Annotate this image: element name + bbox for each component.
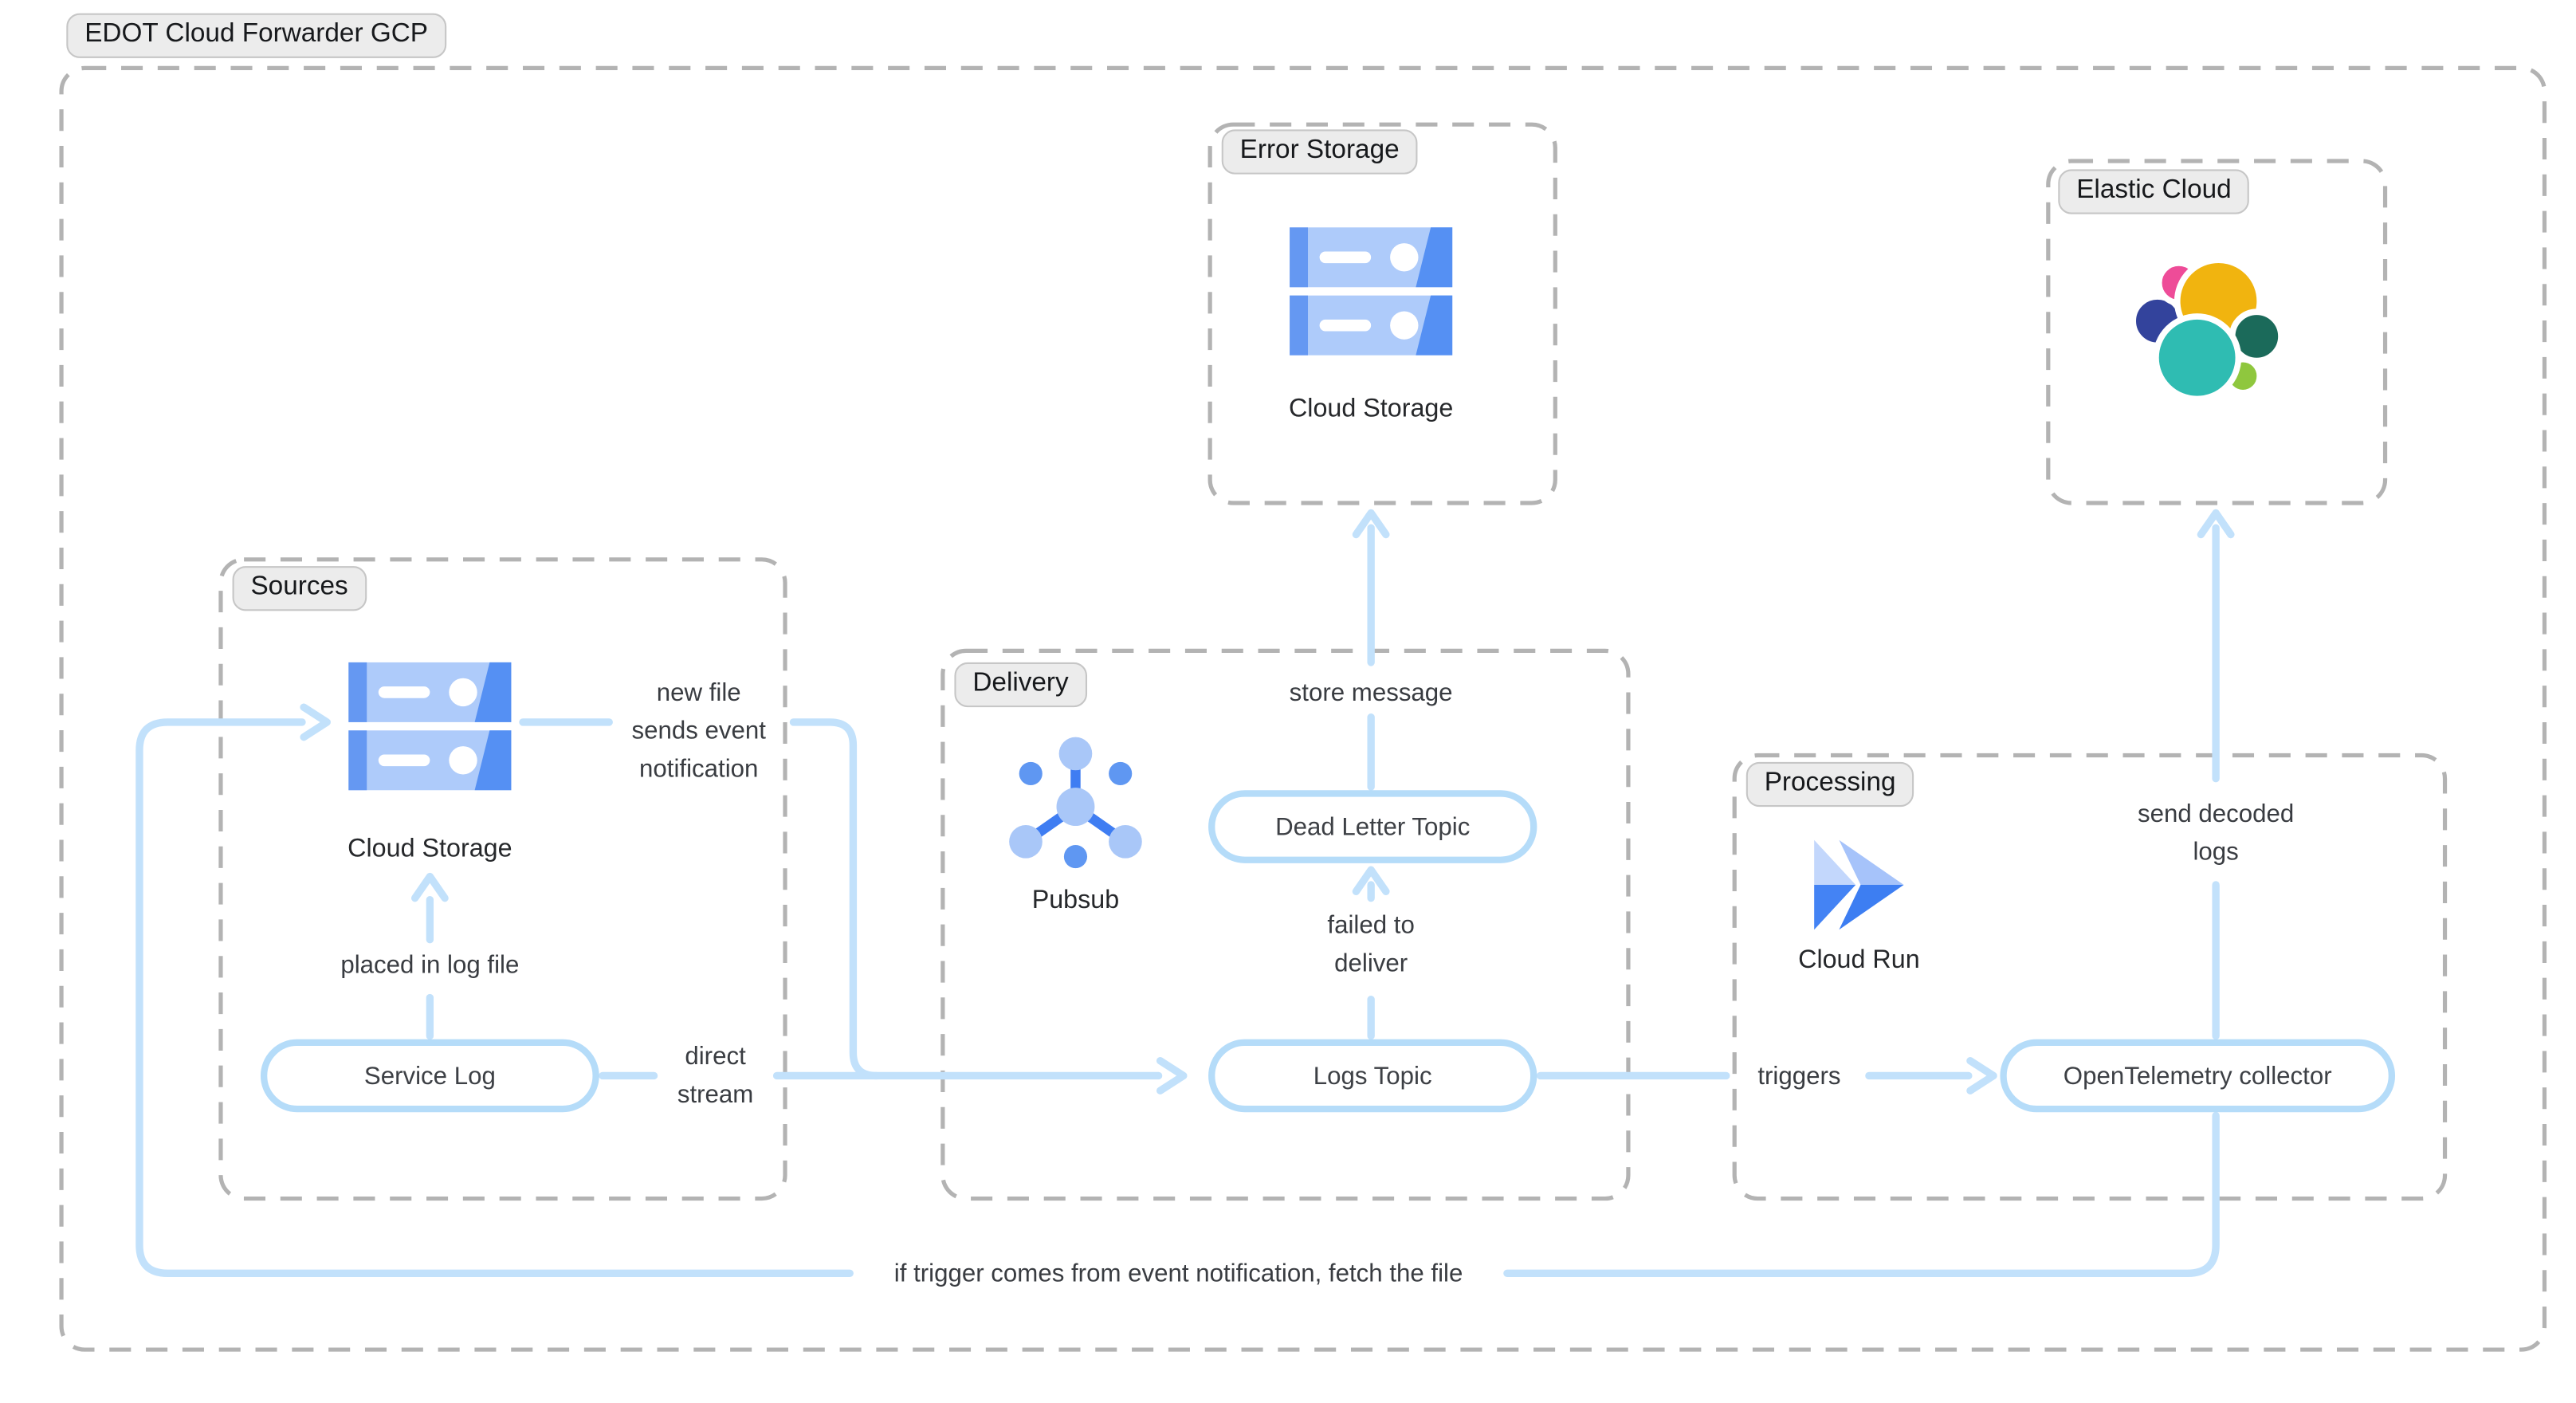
processing-group-box bbox=[1732, 753, 2448, 1201]
storage-bar-bottom bbox=[1290, 295, 1453, 356]
outer-group-box bbox=[59, 65, 2547, 1352]
storage-bar-bottom bbox=[348, 730, 512, 791]
edge-label-line: new file bbox=[656, 678, 741, 708]
error-storage-group-badge: Error Storage bbox=[1221, 129, 1418, 175]
processing-group-badge: Processing bbox=[1745, 761, 1914, 808]
edge-label-new-file: new file sends event notification bbox=[591, 674, 807, 788]
sources-group-box bbox=[218, 557, 787, 1201]
cloud-storage-sources-label: Cloud Storage bbox=[348, 835, 512, 863]
edge-label-failed-to-deliver: failed to deliver bbox=[1255, 906, 1487, 983]
elastic-cloud-group-badge: Elastic Cloud bbox=[2058, 169, 2250, 214]
diagram-title-badge: EDOT Cloud Forwarder GCP bbox=[66, 13, 446, 58]
edge-label-triggers: triggers bbox=[1757, 1062, 1841, 1091]
arrowhead-into-elastic bbox=[2197, 509, 2235, 539]
flow-lines bbox=[135, 509, 2235, 1277]
arrowhead-loop-into-cloud-storage bbox=[300, 703, 331, 741]
cloud-storage-error-label: Cloud Storage bbox=[1288, 395, 1454, 424]
edge-label-line: stream bbox=[677, 1080, 754, 1110]
otel-collector-node: OpenTelemetry collector bbox=[2000, 1039, 2396, 1113]
arrowhead-into-otel bbox=[1966, 1057, 1997, 1094]
edge-label-placed-in-log-file: placed in log file bbox=[340, 951, 520, 980]
edge-label-line: sends event bbox=[631, 717, 766, 746]
edge-label-line: send decoded bbox=[2137, 800, 2295, 829]
storage-bar-top bbox=[1290, 227, 1453, 288]
pubsub-icon bbox=[1009, 737, 1142, 869]
edge-label-send-decoded-logs: send decoded logs bbox=[2083, 796, 2349, 872]
storage-bar-top bbox=[348, 662, 512, 722]
elastic-blob-teal bbox=[2153, 313, 2242, 403]
edge-label-line: direct bbox=[685, 1042, 746, 1071]
cloud-storage-icon bbox=[1290, 227, 1453, 356]
edge-label-line: failed to bbox=[1327, 911, 1415, 940]
cloud-run-label: Cloud Run bbox=[1798, 946, 1920, 975]
sources-group-badge: Sources bbox=[232, 566, 367, 611]
delivery-group-badge: Delivery bbox=[954, 662, 1087, 708]
cloud-storage-icon bbox=[348, 662, 512, 791]
delivery-group-box bbox=[940, 648, 1631, 1201]
edge-label-direct-stream: direct stream bbox=[641, 1038, 790, 1114]
dead-letter-topic-node: Dead Letter Topic bbox=[1208, 790, 1537, 863]
error-storage-group-box bbox=[1208, 122, 1557, 505]
edge-loop-seg1 bbox=[1503, 1111, 2220, 1277]
logs-topic-node: Logs Topic bbox=[1208, 1039, 1537, 1113]
edge-label-fetch-file: if trigger comes from event notification… bbox=[893, 1260, 1463, 1289]
arrowhead-into-cloud-storage-sources bbox=[410, 872, 449, 902]
cloud-run-icon bbox=[1814, 839, 1904, 930]
arrowhead-into-error-storage bbox=[1352, 509, 1390, 539]
edge-label-line: logs bbox=[2193, 838, 2239, 867]
elastic-logo bbox=[2130, 257, 2284, 403]
edge-label-store-message: store message bbox=[1289, 678, 1453, 708]
pubsub-label: Pubsub bbox=[1031, 886, 1120, 915]
elastic-cloud-group-box bbox=[2046, 159, 2388, 505]
service-log-node: Service Log bbox=[260, 1039, 599, 1113]
edge-label-line: notification bbox=[639, 755, 759, 784]
edge-loop-seg2 bbox=[135, 718, 854, 1277]
arrowhead-into-dead-letter-topic bbox=[1352, 866, 1390, 895]
edge-label-line: deliver bbox=[1334, 949, 1408, 978]
arrowhead-into-logs-topic bbox=[1156, 1057, 1188, 1094]
